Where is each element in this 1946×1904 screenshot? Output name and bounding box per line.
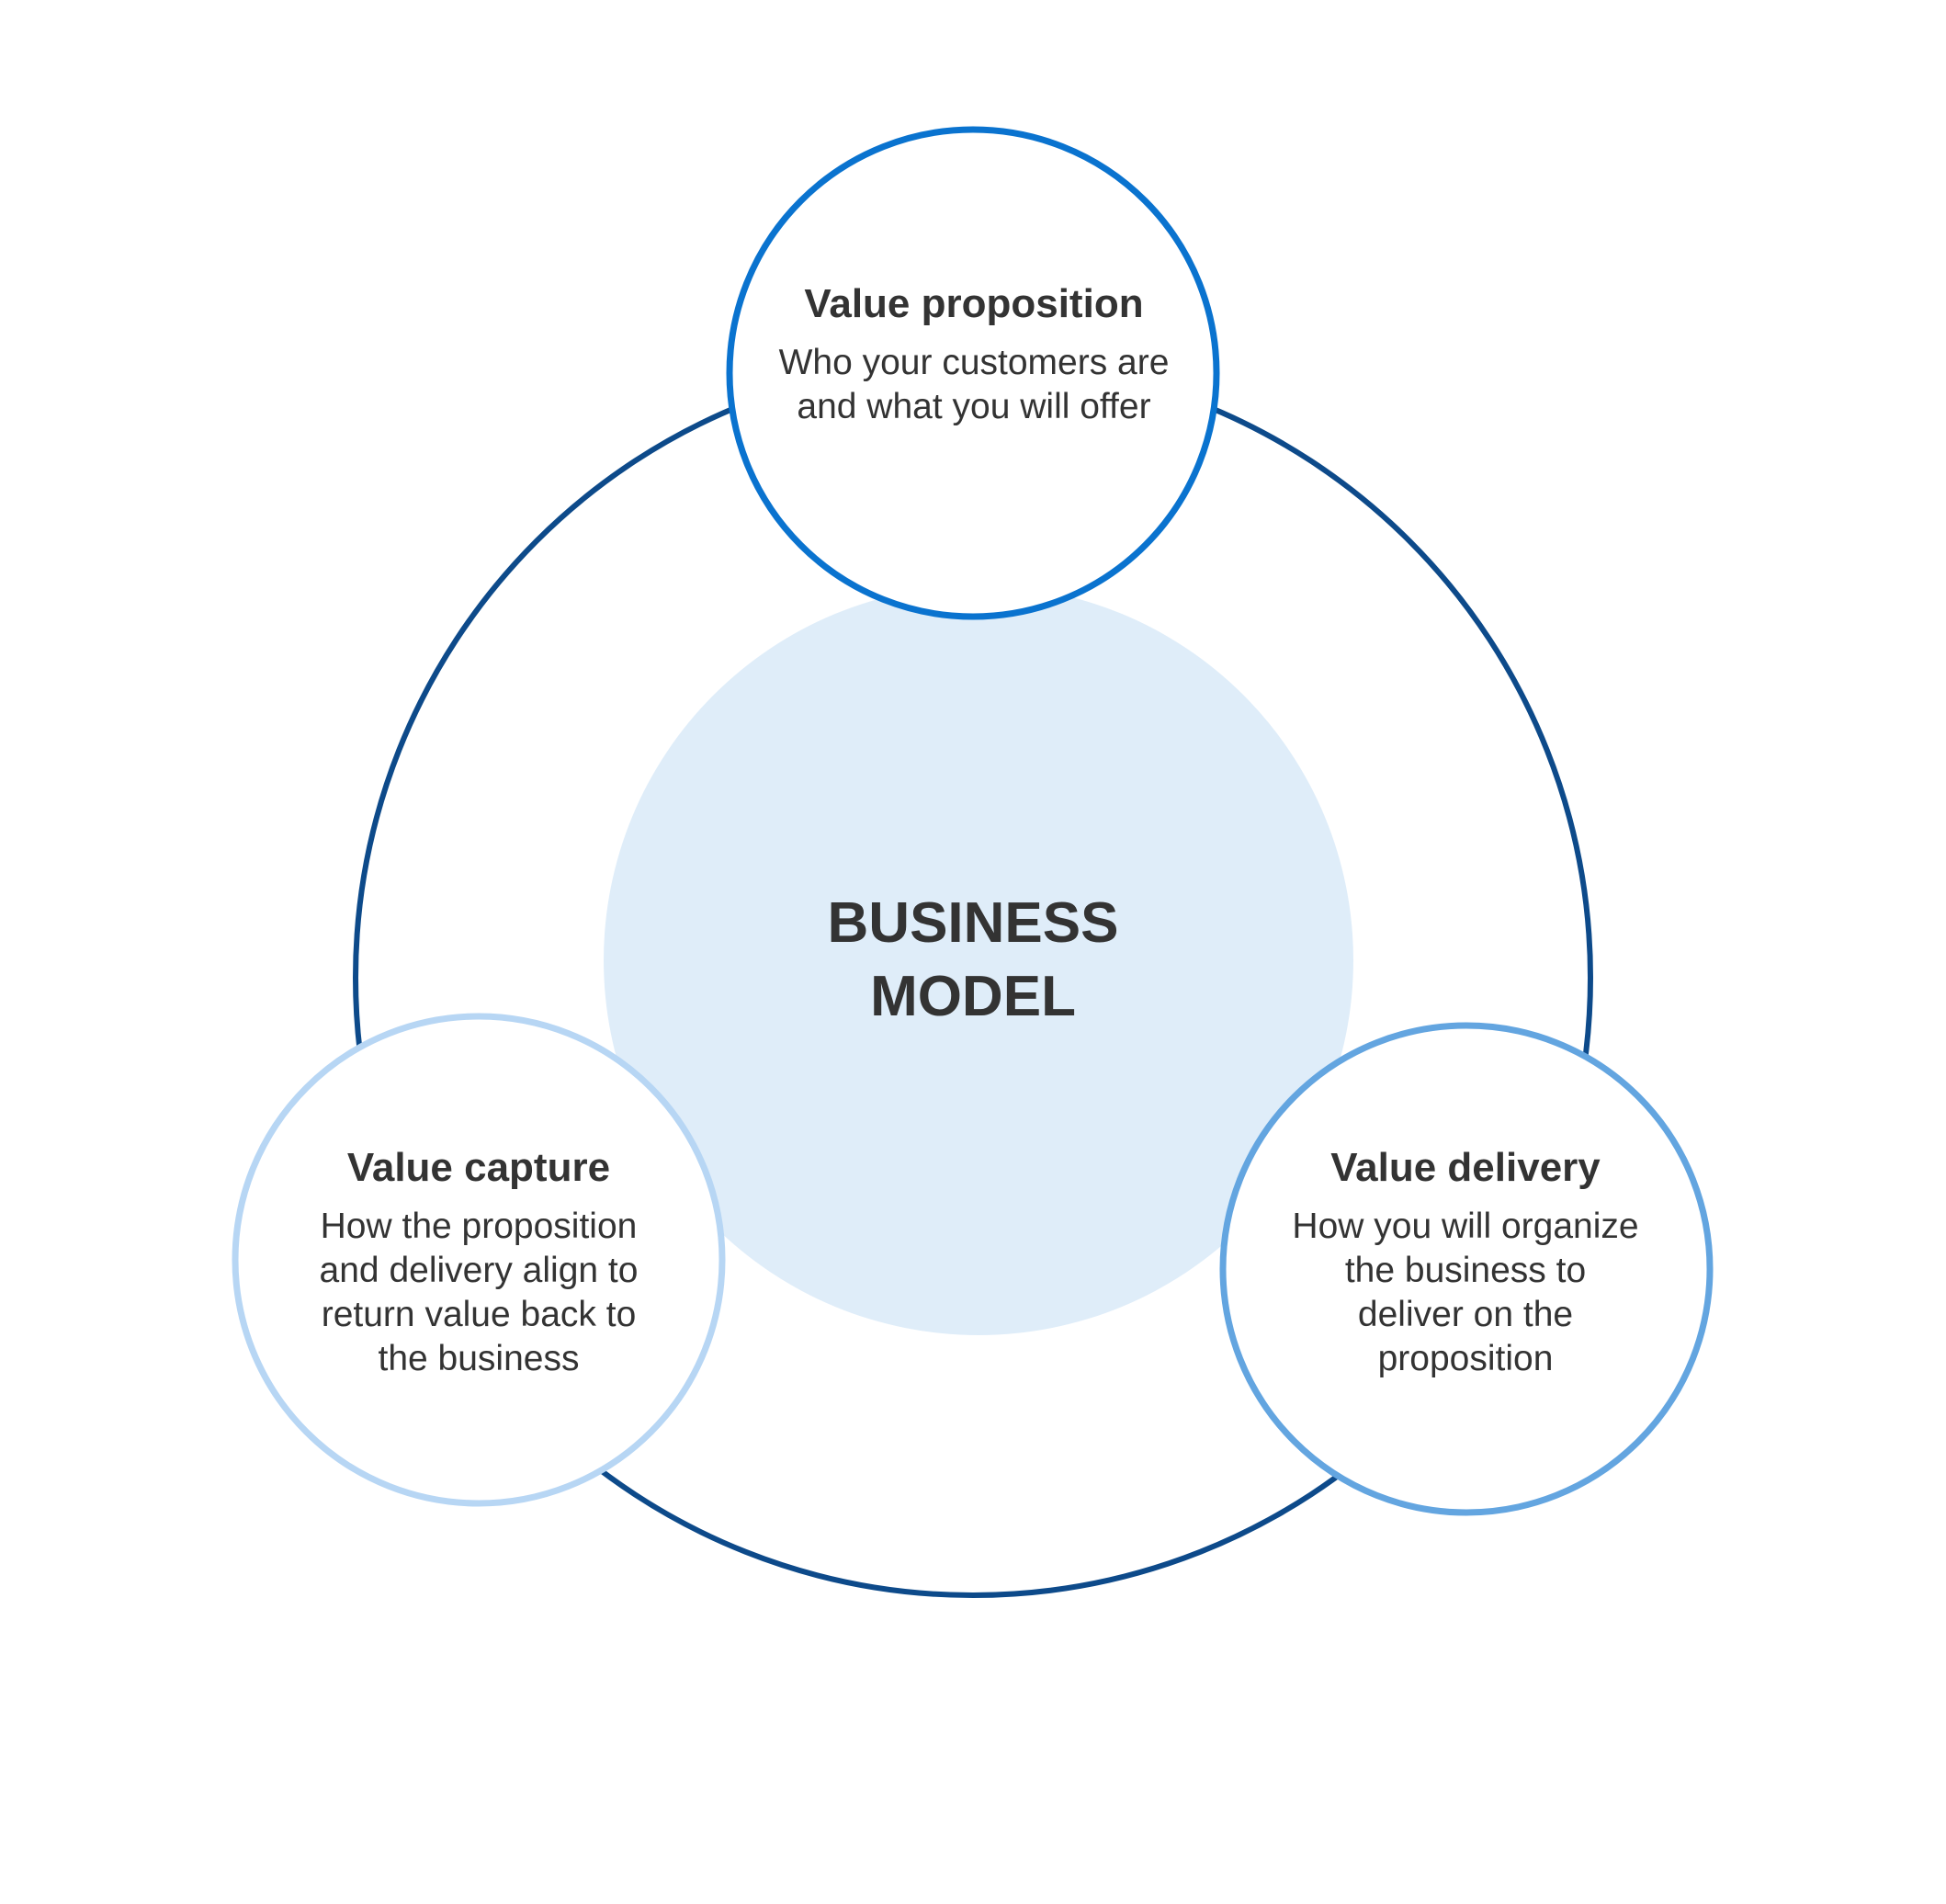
center-label-line1: BUSINESS bbox=[827, 891, 1119, 955]
center-circle bbox=[604, 585, 1353, 1335]
value-delivery-desc-line: proposition bbox=[1377, 1339, 1554, 1378]
value-proposition-title: Value proposition bbox=[804, 281, 1144, 326]
value-capture-title: Value capture bbox=[346, 1145, 611, 1190]
value-delivery-circle bbox=[1219, 1022, 1714, 1516]
value-proposition-description: Who your customers are and what you will… bbox=[730, 341, 1217, 429]
value-capture-circle bbox=[232, 1013, 726, 1507]
value-capture-desc-line: the business bbox=[378, 1339, 580, 1378]
value-proposition-node: Value proposition Who your customers are… bbox=[730, 278, 1217, 429]
value-delivery-desc-line: deliver on the bbox=[1357, 1295, 1574, 1334]
value-delivery-desc-line: the business to bbox=[1344, 1251, 1587, 1290]
value-capture-description: How the proposition and delivery align t… bbox=[235, 1205, 722, 1381]
value-proposition-circle bbox=[726, 126, 1220, 620]
value-delivery-node: Value delivery How you will organize the… bbox=[1222, 1142, 1709, 1381]
value-delivery-title: Value delivery bbox=[1330, 1145, 1601, 1190]
value-proposition-desc-line: and what you will offer bbox=[797, 387, 1151, 426]
value-delivery-desc-line: How you will organize bbox=[1292, 1207, 1639, 1246]
value-capture-node: Value capture How the proposition and de… bbox=[235, 1142, 722, 1381]
value-capture-desc-line: How the proposition bbox=[320, 1207, 638, 1246]
center-label: BUSINESS MODEL bbox=[697, 887, 1249, 1034]
value-capture-desc-line: and delivery align to bbox=[319, 1251, 639, 1290]
value-capture-desc-line: return value back to bbox=[321, 1295, 637, 1334]
value-proposition-desc-line: Who your customers are bbox=[778, 343, 1170, 382]
value-delivery-description: How you will organize the business to de… bbox=[1222, 1205, 1709, 1381]
center-label-line2: MODEL bbox=[870, 965, 1076, 1028]
